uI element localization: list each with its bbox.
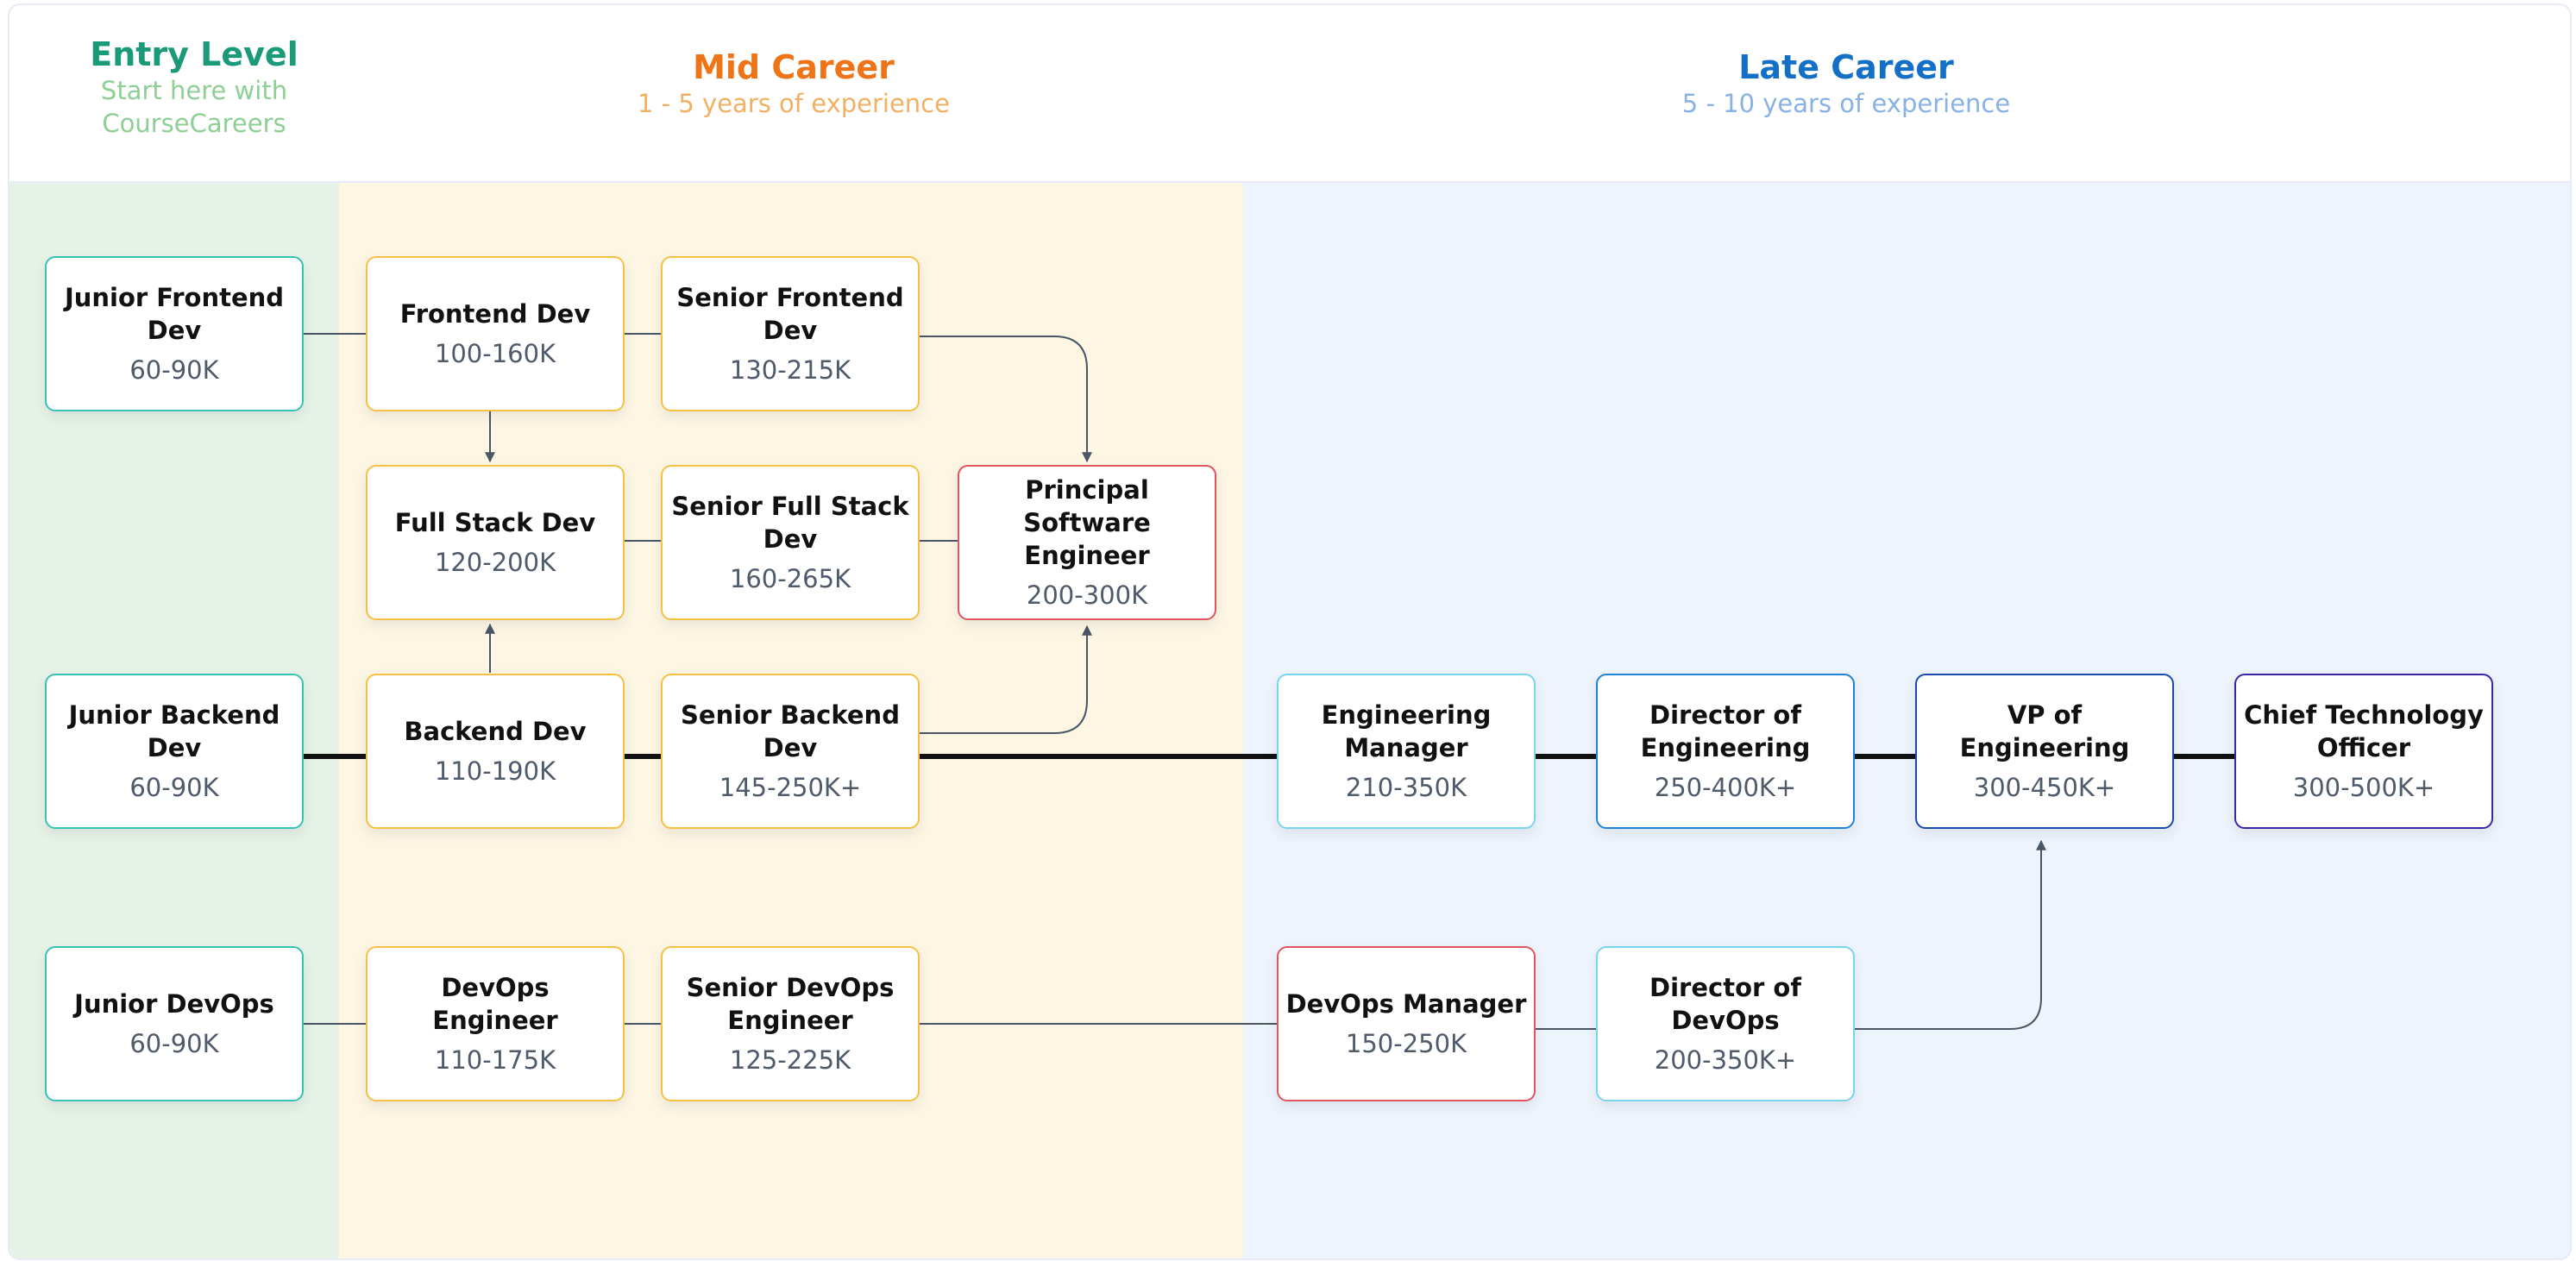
node-title: Full Stack Dev [394,508,596,537]
node-salary: 210-350K [1345,773,1467,802]
node-director-of-devops[interactable]: Director of DevOps 200-350K+ [1596,946,1855,1101]
node-title: DevOps Manager [1285,989,1527,1019]
node-title: Principal Software Engineer [1023,475,1151,570]
late-career-header: Late Career 5 - 10 years of experience [1536,47,2157,120]
node-salary: 300-500K+ [2292,773,2435,802]
node-salary: 130-215K [729,355,851,385]
node-title: Director of Engineering [1640,700,1811,762]
header-divider [9,181,2570,183]
node-salary: 110-190K [434,756,556,786]
node-full-stack-dev[interactable]: Full Stack Dev 120-200K [366,465,625,620]
node-junior-backend-dev[interactable]: Junior Backend Dev 60-90K [45,674,304,829]
late-career-title: Late Career [1738,48,1954,86]
node-vp-of-engineering[interactable]: VP of Engineering 300-450K+ [1915,674,2174,829]
node-title: Junior DevOps [74,989,274,1019]
node-senior-backend-dev[interactable]: Senior Backend Dev 145-250K+ [661,674,920,829]
node-salary: 110-175K [434,1045,556,1075]
node-senior-full-stack-dev[interactable]: Senior Full Stack Dev 160-265K [661,465,920,620]
node-devops-engineer[interactable]: DevOps Engineer 110-175K [366,946,625,1101]
node-salary: 250-400K+ [1654,773,1797,802]
node-principal-software-engineer[interactable]: Principal Software Engineer 200-300K [958,465,1216,620]
node-frontend-dev[interactable]: Frontend Dev 100-160K [366,256,625,411]
node-title: Engineering Manager [1321,700,1492,762]
late-career-subtitle: 5 - 10 years of experience [1681,89,2011,118]
node-title: Backend Dev [404,717,587,746]
entry-level-subtitle: Start here with CourseCareers [100,76,288,138]
node-title: Senior Backend Dev [681,700,900,762]
node-salary: 60-90K [129,1029,219,1058]
entry-level-title: Entry Level [90,35,298,73]
node-title: VP of Engineering [1959,700,2130,762]
node-director-of-engineering[interactable]: Director of Engineering 250-400K+ [1596,674,1855,829]
node-salary: 200-350K+ [1654,1045,1797,1075]
node-senior-frontend-dev[interactable]: Senior Frontend Dev 130-215K [661,256,920,411]
node-salary: 120-200K [434,548,556,577]
node-salary: 300-450K+ [1973,773,2116,802]
node-salary: 150-250K [1345,1029,1467,1058]
node-salary: 60-90K [129,355,219,385]
node-title: Chief Technology Officer [2244,700,2484,762]
node-salary: 60-90K [129,773,219,802]
node-title: DevOps Engineer [432,973,558,1035]
node-devops-manager[interactable]: DevOps Manager 150-250K [1277,946,1536,1101]
node-engineering-manager[interactable]: Engineering Manager 210-350K [1277,674,1536,829]
mid-career-subtitle: 1 - 5 years of experience [638,89,950,118]
node-junior-devops[interactable]: Junior DevOps 60-90K [45,946,304,1101]
entry-level-header: Entry Level Start here with CourseCareer… [78,35,311,140]
node-title: Frontend Dev [399,299,591,329]
node-chief-technology-officer[interactable]: Chief Technology Officer 300-500K+ [2234,674,2493,829]
node-title: Senior Frontend Dev [676,283,904,345]
node-salary: 100-160K [434,339,556,368]
node-salary: 200-300K [1026,580,1148,610]
node-junior-frontend-dev[interactable]: Junior Frontend Dev 60-90K [45,256,304,411]
node-title: Junior Backend Dev [68,700,280,762]
node-backend-dev[interactable]: Backend Dev 110-190K [366,674,625,829]
node-title: Junior Frontend Dev [64,283,285,345]
mid-career-header: Mid Career 1 - 5 years of experience [535,47,1052,120]
node-title: Senior DevOps Engineer [686,973,895,1035]
node-title: Director of DevOps [1649,973,1801,1035]
node-salary: 145-250K+ [719,773,862,802]
mid-career-title: Mid Career [693,48,895,86]
node-senior-devops-engineer[interactable]: Senior DevOps Engineer 125-225K [661,946,920,1101]
node-salary: 125-225K [729,1045,851,1075]
node-title: Senior Full Stack Dev [671,492,909,554]
node-salary: 160-265K [729,564,851,593]
